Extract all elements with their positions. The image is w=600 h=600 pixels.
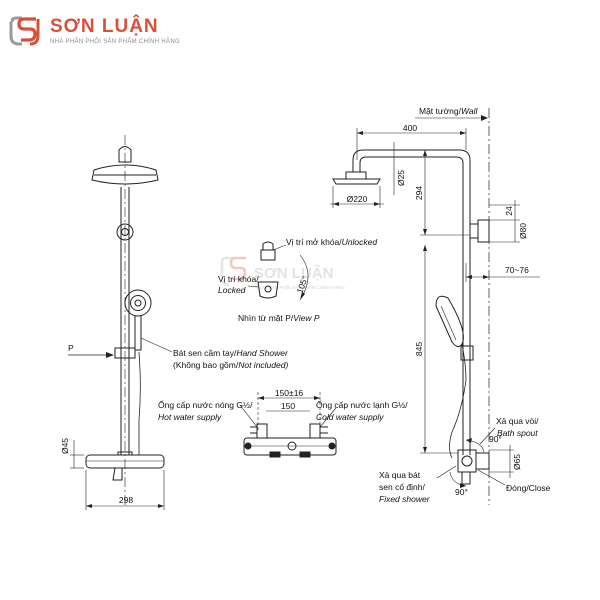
brand-logo-icon [9,16,40,46]
locked-label-vi: Vị trí khóa/ [218,274,259,284]
fixed-shower-label-vi-2: sen cố định/ [379,482,425,492]
dim-294: 294 [414,186,424,200]
view-p-marker: P [68,343,74,353]
dim-width-298: 298 [119,495,133,505]
hot-supply-label-vi: Ống cấp nước nóng G½/ [158,399,253,410]
angle-90-bottom: 90° [455,487,468,497]
dim-spacing-tolerance: 150±16 [275,388,304,398]
unlocked-label: Vị trí mở khóa/Unlocked [286,237,377,247]
close-label: Đóng/Close [506,483,551,493]
hand-shower-label: Bát sen cầm tay/Hand Shower [173,348,289,358]
dim-diameter-45: Ø45 [60,438,70,454]
wall-label: Mặt tường/Wall [419,106,478,116]
hot-supply-label-en: Hot water supply [158,412,222,422]
bath-spout-label-en: Bath spout [497,428,538,438]
dim-24: 24 [504,206,514,216]
brand-name: SƠN LUẬN [50,16,159,37]
cold-supply-label-en: Cold water supply [316,412,384,422]
locked-label-en: Locked [218,285,246,295]
fixed-shower-label-en: Fixed shower [379,494,431,504]
dim-pipe-diameter-25: Ø25 [396,170,406,186]
dim-spacing: 150 [281,401,295,411]
dim-845: 845 [414,342,424,356]
fixed-shower-label-vi-1: Xả qua bát [379,470,421,480]
bath-spout-label-vi: Xả qua vòi/ [496,416,539,426]
dim-head-diameter-220: Ø220 [347,194,368,204]
cold-supply-label-vi: Ống cấp nước lạnh G½/ [316,399,408,410]
front-view [68,135,173,510]
dim-diameter-65: Ø65 [512,454,522,470]
dim-reach-400: 400 [403,123,417,133]
dim-80: Ø80 [518,223,528,239]
view-p-label: Nhìn từ mặt P/View P [238,313,320,323]
dim-offset-70-76: 70~76 [505,265,529,275]
watermark: SƠN LUẬN NHÀ PHÂN PHỐI SẢN PHẨM CHÍNH HÃ… [220,256,346,290]
watermark-tagline: NHÀ PHÂN PHỐI SẢN PHẨM CHÍNH HÃNG [255,284,346,290]
lock-detail-view [247,241,309,301]
side-view [330,108,540,505]
angle-90-top: 90° [489,434,502,444]
supply-bottom-view [239,392,337,458]
not-included-label: (Không bao gồm/Not included) [173,360,288,370]
watermark-name: SƠN LUẬN [254,264,333,282]
brand-tagline: NHÀ PHÂN PHỐI SẢN PHẨM CHÍNH HÃNG [50,39,180,45]
